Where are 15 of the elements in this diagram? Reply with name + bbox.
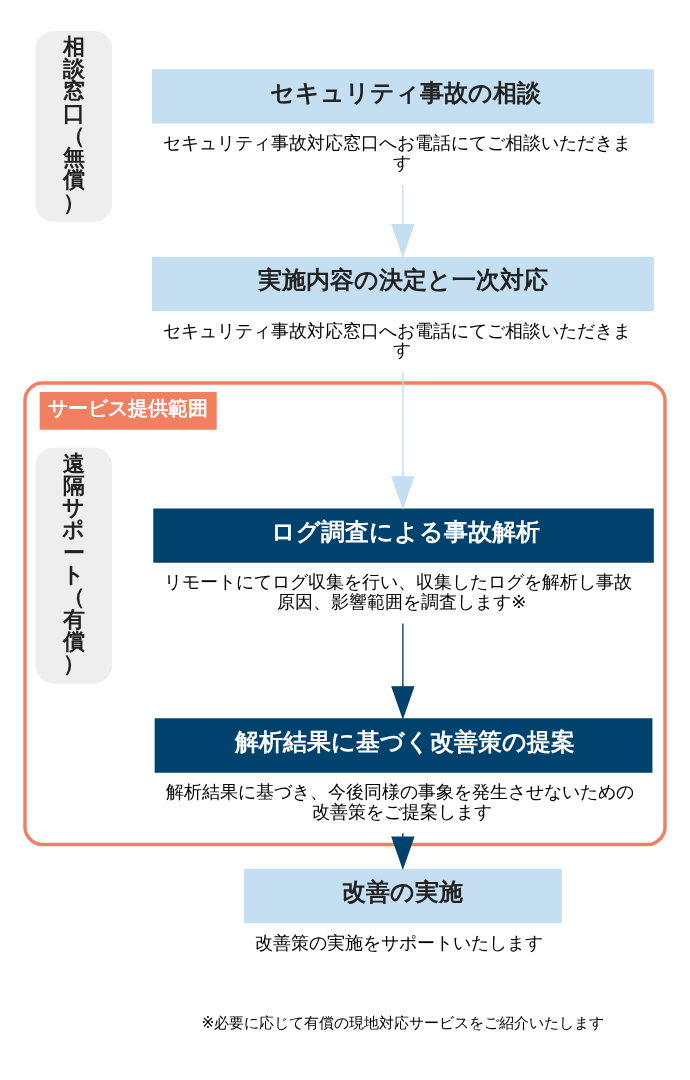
node-label: 改善策の実施をサポートいたします	[255, 931, 544, 953]
node-label: 解析結果に基づき、今後同様の事象を発生させないための改善策をご提案します	[165, 780, 634, 822]
node-box: 実施内容の決定と一次対応	[151, 256, 654, 311]
label: ※必要に応じて有償の現地対応サービスをご紹介いたします	[201, 1013, 605, 1032]
node-box: セキュリティ事故の相談	[151, 68, 654, 124]
node-label: セキュリティ事故対応窓口へお電話にてご相談いただきます	[163, 131, 632, 173]
node-box: 解析結果に基づく改善策の提案	[154, 717, 653, 773]
node-label: セキュリティ事故対応窓口へお電話にてご相談いただきます	[163, 319, 632, 360]
arrow	[391, 622, 415, 720]
arrow	[391, 370, 415, 510]
arrow	[391, 832, 415, 870]
node-label: リモートにてログ収集を行い、収集したログを解析し事故原因、影響範囲を調査します※	[164, 570, 633, 612]
node-box: 改善の実施	[243, 868, 562, 923]
node-box: ログ調査による事故解析	[153, 507, 654, 563]
arrow	[391, 183, 415, 258]
